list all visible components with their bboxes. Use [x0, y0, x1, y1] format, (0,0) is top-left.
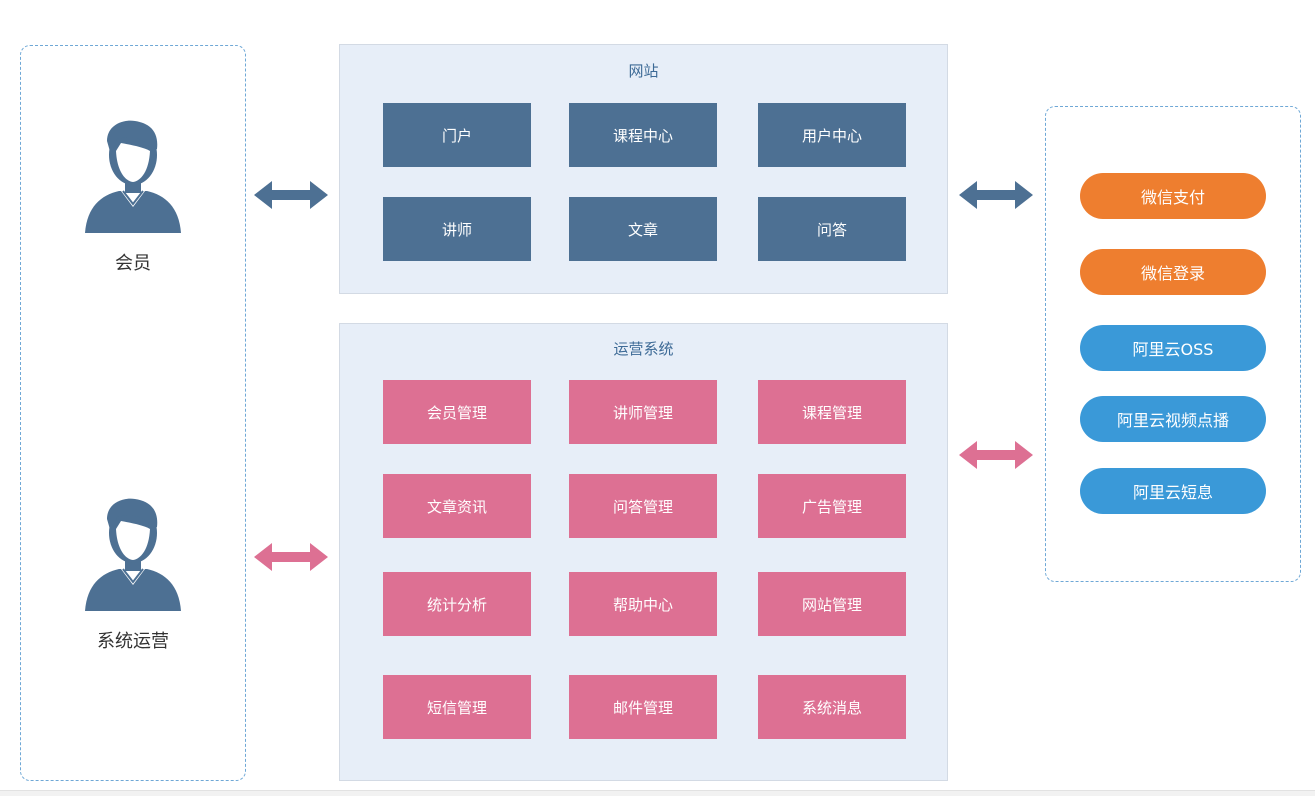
- services-container: [1045, 106, 1301, 582]
- tile-qa-mgmt[interactable]: 问答管理: [569, 474, 717, 538]
- tile-user-center[interactable]: 用户中心: [758, 103, 906, 167]
- service-wechat-login[interactable]: 微信登录: [1080, 249, 1266, 295]
- tile-system-message[interactable]: 系统消息: [758, 675, 906, 739]
- service-wechat-pay[interactable]: 微信支付: [1080, 173, 1266, 219]
- tile-article[interactable]: 文章: [569, 197, 717, 261]
- double-headed-arrow-icon: [959, 181, 1033, 209]
- service-aliyun-sms[interactable]: 阿里云短息: [1080, 468, 1266, 514]
- actor-label-operator: 系统运营: [97, 631, 169, 652]
- actor-operator: 系统运营: [63, 493, 203, 653]
- tile-help-center[interactable]: 帮助中心: [569, 572, 717, 636]
- tile-mail-mgmt[interactable]: 邮件管理: [569, 675, 717, 739]
- actor-label-member: 会员: [115, 253, 151, 274]
- tile-lecturer[interactable]: 讲师: [383, 197, 531, 261]
- tile-qa[interactable]: 问答: [758, 197, 906, 261]
- person-avatar-icon: [85, 498, 181, 611]
- website-panel-title: 网站: [628, 62, 659, 80]
- double-headed-arrow-icon: [254, 543, 328, 571]
- double-headed-arrow-icon: [254, 181, 328, 209]
- tile-portal[interactable]: 门户: [383, 103, 531, 167]
- tile-ad-mgmt[interactable]: 广告管理: [758, 474, 906, 538]
- tile-lecturer-mgmt[interactable]: 讲师管理: [569, 380, 717, 444]
- actor-member: 会员: [63, 115, 203, 275]
- bottom-divider: [0, 790, 1315, 796]
- service-aliyun-vod[interactable]: 阿里云视频点播: [1080, 396, 1266, 442]
- tile-site-mgmt[interactable]: 网站管理: [758, 572, 906, 636]
- tile-sms-mgmt[interactable]: 短信管理: [383, 675, 531, 739]
- operations-panel-title: 运营系统: [613, 340, 674, 358]
- tile-member-mgmt[interactable]: 会员管理: [383, 380, 531, 444]
- tile-article-news[interactable]: 文章资讯: [383, 474, 531, 538]
- service-aliyun-oss[interactable]: 阿里云OSS: [1080, 325, 1266, 371]
- person-avatar-icon: [85, 120, 181, 233]
- tile-course-mgmt[interactable]: 课程管理: [758, 380, 906, 444]
- double-headed-arrow-icon: [959, 441, 1033, 469]
- tile-statistics[interactable]: 统计分析: [383, 572, 531, 636]
- actors-container: [20, 45, 246, 781]
- tile-course-center[interactable]: 课程中心: [569, 103, 717, 167]
